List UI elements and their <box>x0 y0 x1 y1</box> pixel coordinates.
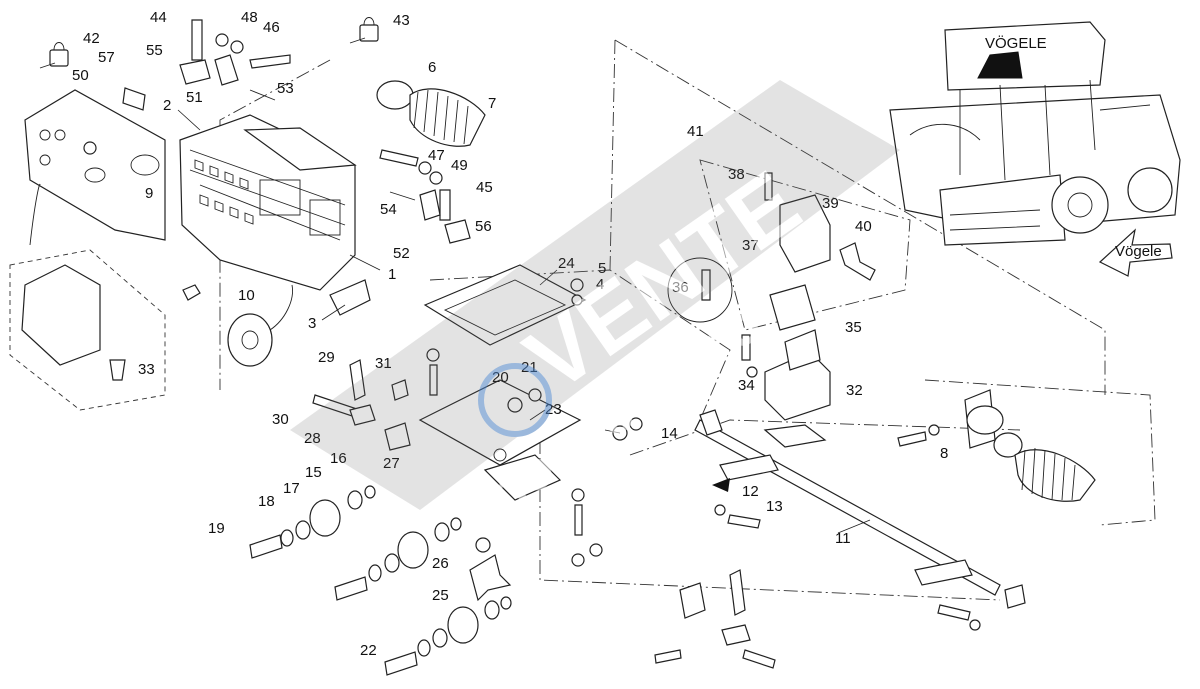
part-label: 13 <box>766 498 783 515</box>
part-label: 53 <box>277 80 294 97</box>
control-console <box>21 87 371 381</box>
part-label: 28 <box>304 430 321 447</box>
part-label: 40 <box>855 218 872 235</box>
part-label: 57 <box>98 49 115 66</box>
part-label: 47 <box>428 147 445 164</box>
part-label: 25 <box>432 587 449 604</box>
part-label: 29 <box>318 349 335 366</box>
part-label: 26 <box>432 555 449 572</box>
part-label: 4 <box>596 276 604 293</box>
part-label: 16 <box>330 450 347 467</box>
watermark-emblem-icon <box>478 363 552 437</box>
part-label: 10 <box>238 287 255 304</box>
part-label: 30 <box>272 411 289 428</box>
leader-lines <box>177 109 871 534</box>
watermark-band <box>290 80 900 510</box>
part-label: 19 <box>208 520 225 537</box>
direction-arrow-icon: Vögele <box>1098 228 1173 277</box>
part-label: 22 <box>360 642 377 659</box>
part-label: 8 <box>940 445 948 462</box>
part-label: 39 <box>822 195 839 212</box>
paver-machine: VÖGELE Vögele <box>889 21 1181 277</box>
part-label: 34 <box>738 377 755 394</box>
part-label: 37 <box>742 237 759 254</box>
part-label: 55 <box>146 42 163 59</box>
part-label: 31 <box>375 355 392 372</box>
roller-stacks <box>249 485 512 676</box>
rail-assembly <box>694 409 1026 631</box>
right-hardware <box>897 389 1096 502</box>
part-label: 44 <box>150 9 167 26</box>
part-label: 15 <box>305 464 322 481</box>
part-label: 27 <box>383 455 400 472</box>
part-label: 32 <box>846 382 863 399</box>
part-label: 18 <box>258 493 275 510</box>
part-label: 11 <box>835 530 851 547</box>
part-label: 51 <box>186 89 203 106</box>
part-label: 38 <box>728 166 745 183</box>
mounting-plates <box>418 264 643 602</box>
part-label: 45 <box>476 179 493 196</box>
top-hardware <box>39 17 486 244</box>
part-label: 46 <box>263 19 280 36</box>
part-label: 42 <box>83 30 100 47</box>
part-label: 35 <box>845 319 862 336</box>
part-label: 6 <box>428 59 436 76</box>
part-label: 5 <box>598 260 606 277</box>
part-label: 43 <box>393 12 410 29</box>
part-label: 41 <box>687 123 704 140</box>
part-label: 50 <box>72 67 89 84</box>
machine-badge: VÖGELE <box>985 34 1047 52</box>
part-label: 49 <box>451 157 468 174</box>
part-label: 56 <box>475 218 492 235</box>
part-label: 36 <box>672 279 689 296</box>
adjusters <box>312 359 776 669</box>
part-label: 1 <box>388 266 396 283</box>
part-label: 3 <box>308 315 316 332</box>
part-label: 48 <box>241 9 258 26</box>
part-label: 12 <box>742 483 759 500</box>
part-label: 2 <box>163 97 171 114</box>
part-label: 52 <box>393 245 410 262</box>
part-label: 14 <box>661 425 678 442</box>
part-label: 9 <box>145 185 153 202</box>
part-label: 54 <box>380 201 397 218</box>
part-label: 24 <box>558 255 575 272</box>
part-label: 17 <box>283 480 300 497</box>
part-label: 7 <box>488 95 496 112</box>
direction-arrow-text: Vögele <box>1115 243 1162 260</box>
part-label: 33 <box>138 361 155 378</box>
connector-assembly <box>667 172 876 421</box>
